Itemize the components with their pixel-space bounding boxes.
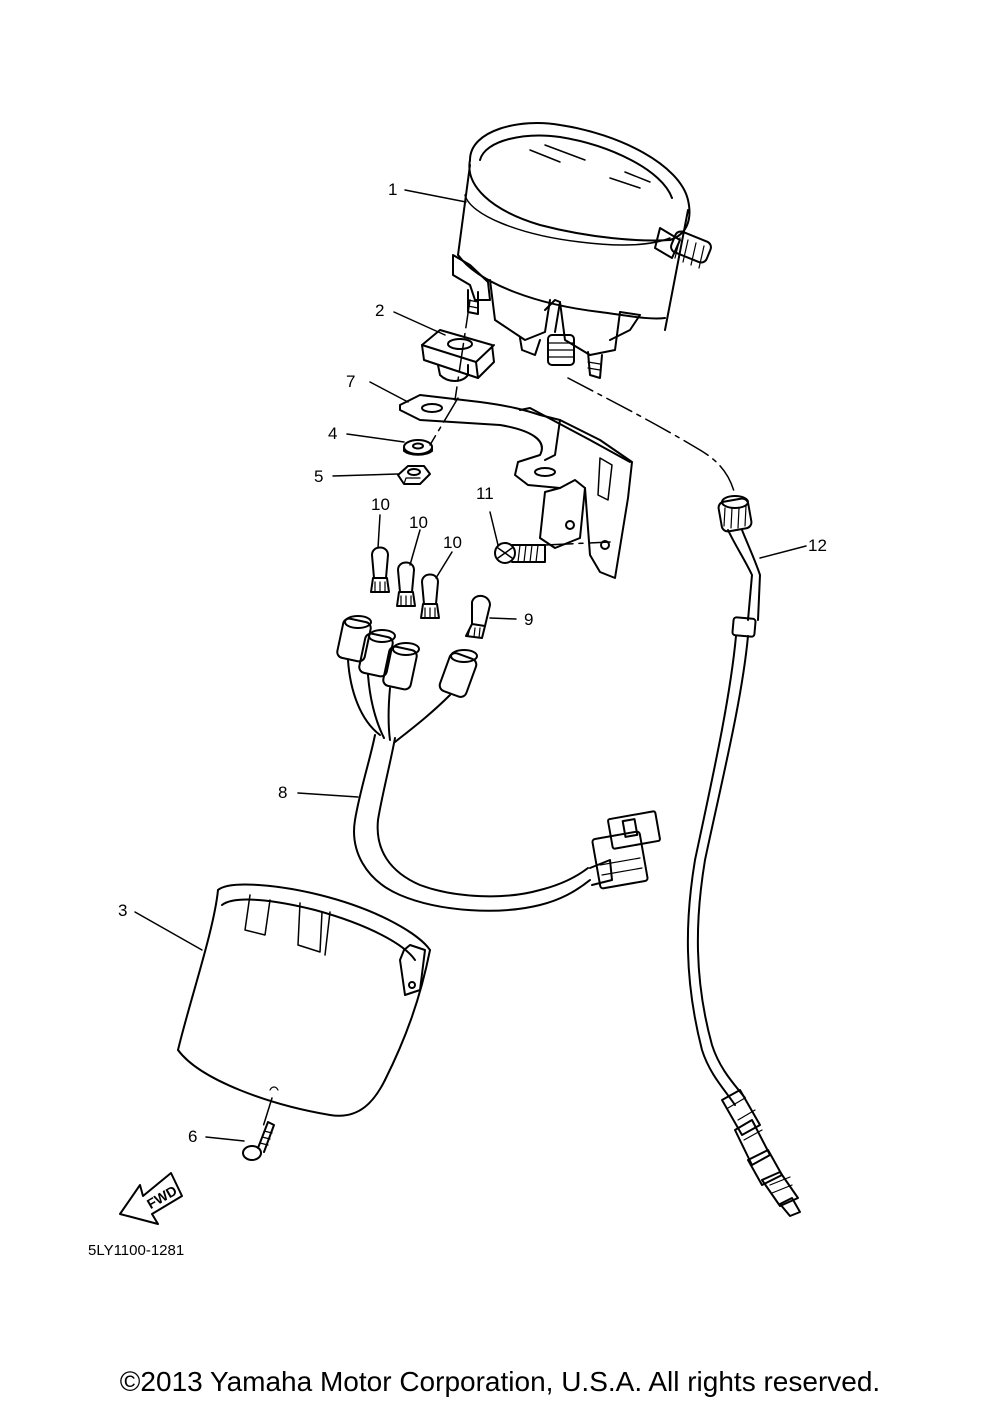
callout-1: 1 xyxy=(388,180,398,199)
leader-lines xyxy=(134,189,807,1142)
callout-11: 11 xyxy=(476,484,494,503)
fwd-arrow-icon: FWD xyxy=(119,1172,183,1225)
copyright-notice: ©2013 Yamaha Motor Corporation, U.S.A. A… xyxy=(119,1366,881,1397)
callout-7: 7 xyxy=(346,372,356,391)
speedometer-assembly xyxy=(452,122,712,379)
callout-5: 5 xyxy=(314,467,324,486)
callout-10-b: 10 xyxy=(409,513,428,532)
screw xyxy=(494,542,546,564)
speedometer-cable xyxy=(686,495,801,1217)
assembly-lines xyxy=(261,299,736,1131)
wire-harness xyxy=(336,615,661,912)
bulbs-10 xyxy=(370,546,440,619)
callout-10-c: 10 xyxy=(443,533,462,552)
bulb-9 xyxy=(465,594,491,639)
nut xyxy=(397,465,431,485)
diagram-code: 5LY1100-1281 xyxy=(88,1242,185,1259)
bracket xyxy=(399,394,633,579)
meter-cover xyxy=(177,883,431,1117)
callout-10-a: 10 xyxy=(371,495,390,514)
callout-3: 3 xyxy=(118,901,128,920)
grommet xyxy=(421,329,495,382)
callout-2: 2 xyxy=(375,301,385,320)
callout-6: 6 xyxy=(188,1127,198,1146)
callout-9: 9 xyxy=(524,610,534,629)
callout-4: 4 xyxy=(328,424,338,443)
cover-screw xyxy=(242,1121,275,1161)
washer xyxy=(403,439,433,456)
callout-12: 12 xyxy=(808,536,827,555)
callout-8: 8 xyxy=(278,783,288,802)
